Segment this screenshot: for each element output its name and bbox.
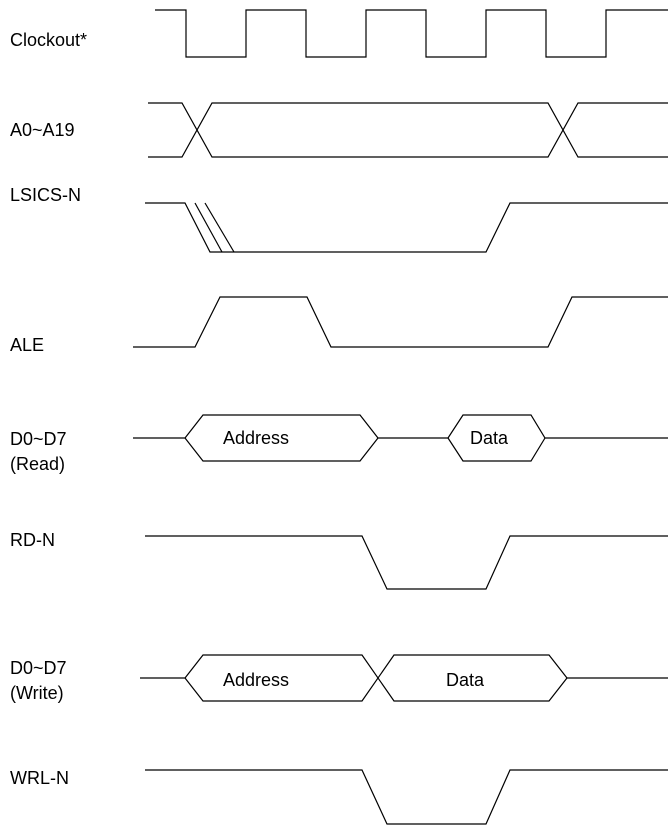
lsics-n-waveform: [145, 202, 668, 253]
signal-label-data-bus-write: D0~D7: [10, 658, 67, 678]
address-bus-waveform: [148, 102, 668, 158]
data-bus-read-waveform: Address Data: [133, 414, 668, 462]
signal-label-address-bus: A0~A19: [10, 120, 75, 140]
signal-label-clockout: Clockout*: [10, 30, 88, 50]
read-data-label: Data: [470, 428, 509, 448]
ale-waveform: [133, 296, 668, 348]
read-address-label: Address: [223, 428, 289, 448]
data-bus-write-waveform: Address Data: [140, 654, 668, 702]
signal-sublabel-read: (Read): [10, 454, 66, 474]
wrl-n-waveform: [145, 769, 668, 825]
rd-n-waveform: [145, 535, 668, 590]
signal-label-lsics-n: LSICS-N: [10, 185, 82, 205]
write-address-label: Address: [223, 670, 289, 690]
signal-label-data-bus-read: D0~D7: [10, 429, 67, 449]
signal-label-ale: ALE: [10, 335, 45, 355]
write-data-label: Data: [446, 670, 485, 690]
signal-sublabel-write: (Write): [10, 683, 64, 703]
clockout-waveform: [155, 9, 668, 58]
signal-label-rd-n: RD-N: [10, 530, 55, 550]
signal-label-wrl-n: WRL-N: [10, 768, 69, 788]
